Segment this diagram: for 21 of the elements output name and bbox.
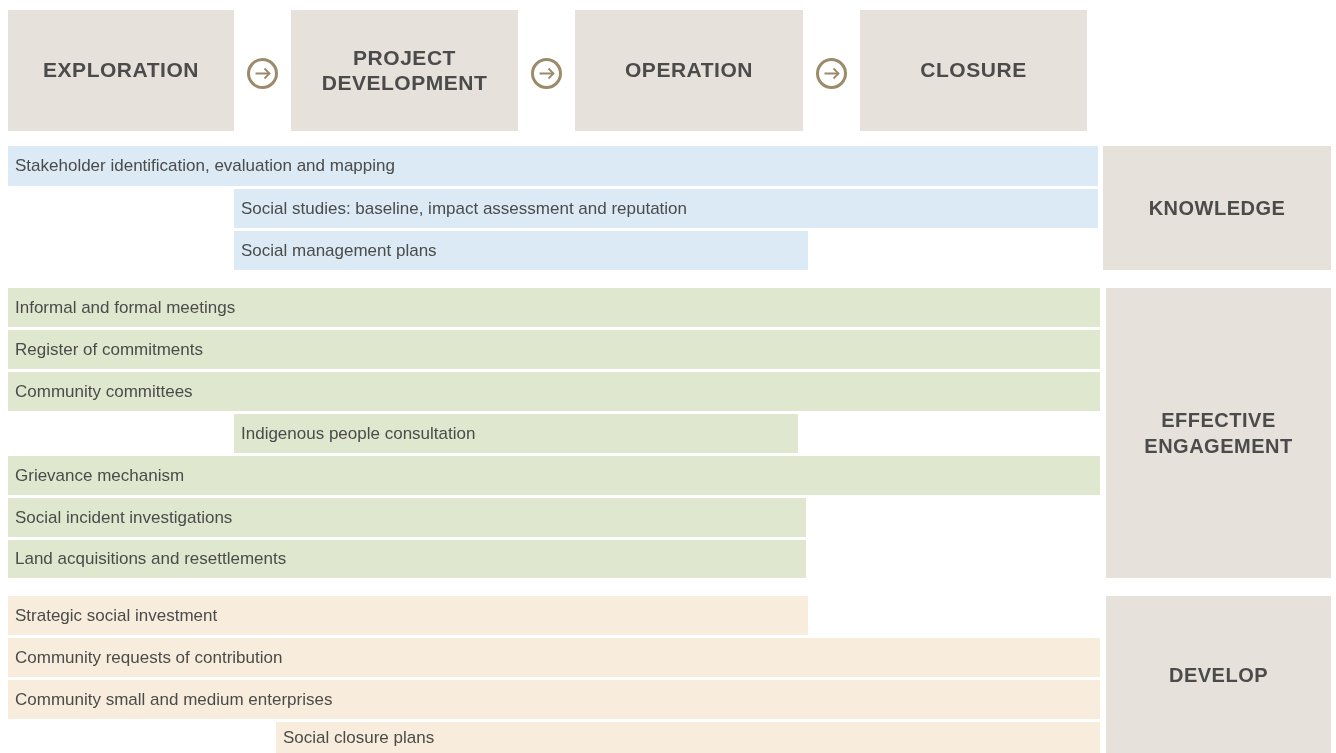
activity-bar: Indigenous people consultation: [234, 414, 798, 453]
activity-bar: Social management plans: [234, 231, 808, 270]
activity-bar: Community requests of contribution: [8, 638, 1100, 677]
phase-box: PROJECT DEVELOPMENT: [291, 10, 518, 131]
activity-bar: Register of commitments: [8, 330, 1100, 369]
activity-bar: Social incident investigations: [8, 498, 806, 537]
category-box: KNOWLEDGE: [1103, 146, 1331, 270]
activity-bar: Social studies: baseline, impact assessment and reputation: [234, 189, 1098, 228]
phase-box: OPERATION: [575, 10, 803, 131]
activity-bar: Land acquisitions and resettlements: [8, 540, 806, 578]
activity-bar: Informal and formal meetings: [8, 288, 1100, 327]
activity-bar: Social closure plans: [276, 722, 1100, 753]
phase-box: CLOSURE: [860, 10, 1087, 131]
activity-bar: Stakeholder identification, evaluation and mapping: [8, 146, 1098, 186]
activity-bar: Community small and medium enterprises: [8, 680, 1100, 719]
category-box: EFFECTIVE ENGAGEMENT: [1106, 288, 1331, 578]
category-box: DEVELOP: [1106, 596, 1331, 753]
phase-box: EXPLORATION: [8, 10, 234, 131]
activity-bar: Grievance mechanism: [8, 456, 1100, 495]
activity-bar: Community committees: [8, 372, 1100, 411]
activity-bar: Strategic social investment: [8, 596, 808, 635]
